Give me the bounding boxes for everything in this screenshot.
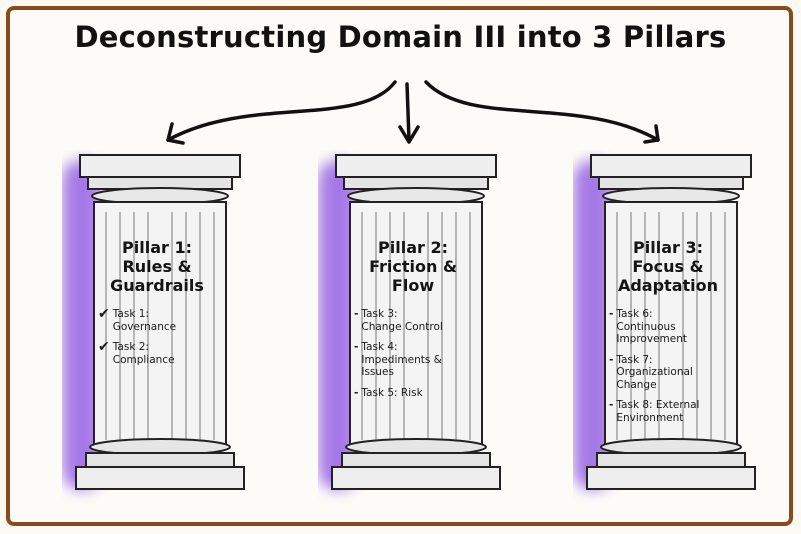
pillar-title: Pillar 2: Friction & Flow [361, 238, 465, 295]
pillar-column-icon [573, 154, 756, 490]
task-line: Task 3: [361, 308, 398, 320]
pillar-title-line: Pillar 2: [378, 238, 448, 257]
task-line: Task 6: [616, 308, 653, 320]
task-line: Improvement [616, 333, 687, 345]
task-line: Task 1: [112, 308, 149, 320]
pillar-3: Pillar 3: Focus & Adaptation - Task 6: C… [573, 150, 763, 505]
task-line: Organizational [616, 366, 693, 378]
pillar-column-icon [62, 154, 245, 490]
dash-marker: - [609, 353, 614, 366]
task-list: - Task 6: Continuous Improvement - Task … [609, 308, 733, 432]
task-line: Change [616, 378, 657, 391]
task-line: Continuous [616, 320, 676, 333]
arrow-left-icon [166, 80, 397, 142]
task-line: Change Control [361, 320, 443, 333]
checkmark-icon: ✔ [98, 306, 110, 322]
task-line: Governance [112, 320, 177, 333]
page-title: Deconstructing Domain III into 3 Pillars [74, 20, 727, 54]
pillar-1: Pillar 1: Rules & Guardrails ✔ Task 1: G… [62, 150, 252, 505]
task-line: Environment [616, 411, 684, 424]
task-item: - Task 8: External Environment [609, 399, 733, 424]
pillar-title-line: Focus & [632, 257, 704, 276]
task-item: - Task 7: Organizational Change [609, 354, 733, 392]
task-line: Task 5: Risk [361, 386, 423, 399]
task-line: Task 2: [112, 341, 149, 353]
task-item: - Task 5: Risk [354, 387, 478, 400]
task-line: Task 7: [616, 353, 653, 366]
pillar-title-line: Adaptation [617, 276, 719, 295]
dash-marker: - [354, 308, 359, 320]
task-item: - Task 4: Impediments & Issues [354, 341, 478, 379]
arrow-center-icon [405, 82, 411, 142]
task-line: Issues [361, 366, 394, 378]
dash-marker: - [354, 386, 359, 399]
task-line: Task 8: External [616, 399, 700, 411]
task-item: ✔ Task 1: Governance [98, 306, 222, 333]
checkmark-icon: ✔ [98, 339, 110, 355]
task-item: - Task 6: Continuous Improvement [609, 308, 733, 346]
pillar-title-line: Pillar 3: [633, 238, 703, 257]
pillar-column-icon [318, 154, 501, 490]
pillar-title-line: Friction & [369, 257, 457, 276]
task-line: Task 4: [361, 341, 398, 353]
arrow-right-icon [424, 80, 660, 142]
dash-marker: - [354, 341, 359, 353]
pillar-title-line: Flow [391, 276, 435, 295]
pillar-title-line: Guardrails [110, 276, 204, 295]
task-item: - Task 3: Change Control [354, 308, 478, 333]
dash-marker: - [609, 399, 614, 411]
pillar-2: Pillar 2: Friction & Flow - Task 3: Chan… [318, 150, 508, 505]
task-line: Compliance [112, 353, 175, 366]
pillar-title-line: Pillar 1: [122, 238, 192, 257]
dash-marker: - [609, 308, 614, 320]
pillar-title: Pillar 3: Focus & Adaptation [616, 238, 720, 295]
task-item: ✔ Task 2: Compliance [98, 339, 222, 366]
pillar-title: Pillar 1: Rules & Guardrails [105, 238, 209, 295]
task-list: ✔ Task 1: Governance ✔ Task 2: Complianc… [98, 306, 222, 374]
pillar-title-line: Rules & [122, 257, 192, 276]
task-list: - Task 3: Change Control - Task 4: Imped… [354, 308, 478, 407]
task-line: Impediments & [361, 353, 442, 366]
